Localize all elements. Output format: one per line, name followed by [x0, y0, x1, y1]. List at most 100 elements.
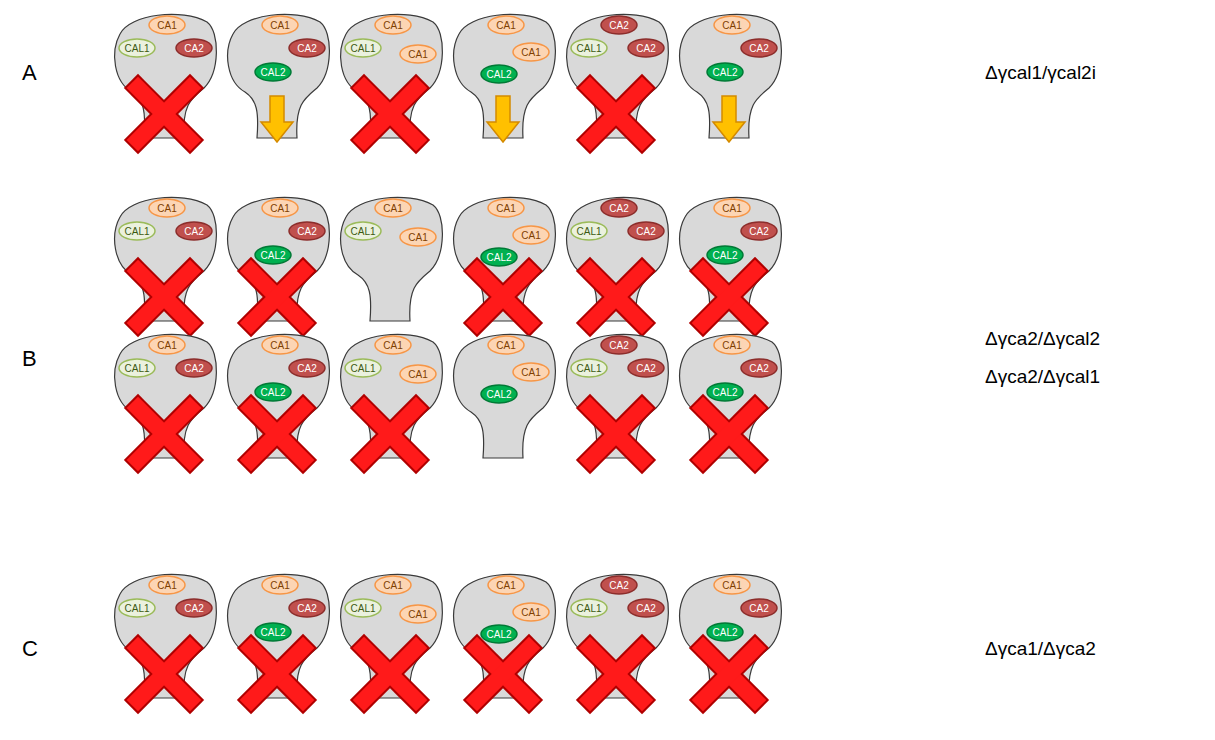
red-cross	[364, 408, 416, 460]
organelle-ellipse: CAL1	[118, 598, 156, 618]
red-cross	[138, 88, 190, 140]
organelle-ellipse: CAL1	[118, 38, 156, 58]
organelle-label: CA1	[722, 576, 741, 596]
cell-group	[228, 574, 330, 700]
organelle-label: CA1	[270, 199, 289, 219]
organelle-label: CAL1	[350, 39, 375, 59]
organelle-label: CA1	[157, 336, 176, 356]
organelle-label: CAL1	[124, 39, 149, 59]
organelle-label: CA1	[270, 16, 289, 36]
cell-group	[454, 574, 556, 700]
organelle-label: CA1	[722, 336, 741, 356]
organelle-label: CAL2	[712, 383, 737, 403]
organelle-ellipse: CA2	[627, 358, 665, 378]
organelle-ellipse: CAL1	[570, 598, 608, 618]
red-cross	[477, 648, 529, 700]
organelle-label: CA2	[636, 222, 655, 242]
panel-letter: A	[22, 60, 37, 86]
red-cross	[477, 271, 529, 323]
genotype-label: Δγca1/Δγca2	[985, 638, 1096, 660]
organelle-ellipse: CAL2	[706, 622, 744, 642]
red-cross	[590, 648, 642, 700]
organelle-ellipse: CA1	[374, 335, 412, 355]
red-cross	[138, 408, 190, 460]
organelle-ellipse: CAL2	[480, 247, 518, 267]
genotype-label: Δγca2/Δγcal2	[985, 328, 1100, 350]
cell-group	[680, 197, 782, 323]
organelle-label: CAL2	[260, 63, 285, 83]
organelle-label: CAL1	[350, 359, 375, 379]
organelle-ellipse: CA2	[175, 598, 213, 618]
cell-group	[680, 14, 782, 142]
cell-group	[341, 197, 443, 321]
organelle-ellipse: CA1	[713, 198, 751, 218]
organelle-label: CA1	[270, 576, 289, 596]
organelle-ellipse: CA2	[627, 221, 665, 241]
organelle-label: CA1	[722, 16, 741, 36]
organelle-ellipse: CAL1	[118, 358, 156, 378]
organelle-ellipse: CA2	[627, 598, 665, 618]
organelle-ellipse: CA1	[487, 575, 525, 595]
cell-group	[454, 334, 556, 458]
organelle-ellipse: CA1	[713, 15, 751, 35]
organelle-label: CA2	[297, 359, 316, 379]
organelle-label: CA1	[408, 45, 427, 65]
organelle-ellipse: CAL1	[570, 358, 608, 378]
organelle-ellipse: CAL1	[118, 221, 156, 241]
red-cross	[703, 648, 755, 700]
organelle-ellipse: CA1	[148, 15, 186, 35]
organelle-label: CA1	[521, 43, 540, 63]
organelle-ellipse: CA1	[512, 225, 550, 245]
cell-group	[567, 334, 669, 460]
organelle-ellipse: CA2	[600, 15, 638, 35]
organelle-label: CAL1	[124, 359, 149, 379]
red-cross	[590, 408, 642, 460]
organelle-label: CA2	[297, 39, 316, 59]
organelle-ellipse: CA2	[627, 38, 665, 58]
organelle-ellipse: CA1	[261, 15, 299, 35]
organelle-ellipse: CA1	[261, 575, 299, 595]
organelle-ellipse: CA2	[600, 575, 638, 595]
organelle-ellipse: CA1	[261, 335, 299, 355]
organelle-label: CA2	[609, 576, 628, 596]
cell-group	[454, 197, 556, 323]
organelle-ellipse: CA2	[288, 38, 326, 58]
organelle-ellipse: CA1	[374, 198, 412, 218]
organelle-ellipse: CAL2	[254, 622, 292, 642]
organelle-label: CA2	[609, 336, 628, 356]
cell-group	[341, 334, 443, 460]
organelle-label: CAL1	[350, 222, 375, 242]
organelle-label: CA2	[749, 222, 768, 242]
organelle-label: CA1	[521, 603, 540, 623]
red-cross	[364, 88, 416, 140]
cell-group	[454, 14, 556, 142]
cell-group	[115, 574, 217, 700]
organelle-label: CA1	[157, 199, 176, 219]
organelle-label: CAL1	[350, 599, 375, 619]
genotype-label: Δγcal1/γcal2i	[985, 62, 1096, 84]
organelle-ellipse: CA2	[600, 198, 638, 218]
organelle-ellipse: CA1	[399, 44, 437, 64]
panel-letter: B	[22, 346, 37, 372]
organelle-label: CA2	[749, 599, 768, 619]
organelle-label: CAL2	[486, 385, 511, 405]
cell-group	[680, 574, 782, 700]
cell-group	[567, 574, 669, 700]
organelle-label: CA1	[722, 199, 741, 219]
organelle-ellipse: CA2	[175, 221, 213, 241]
organelle-label: CAL2	[260, 623, 285, 643]
organelle-ellipse: CA1	[713, 575, 751, 595]
organelle-label: CA1	[383, 336, 402, 356]
organelle-ellipse: CA2	[740, 598, 778, 618]
organelle-ellipse: CAL1	[570, 38, 608, 58]
organelle-ellipse: CAL1	[344, 221, 382, 241]
organelle-ellipse: CA1	[512, 602, 550, 622]
red-cross	[138, 648, 190, 700]
organelle-label: CAL1	[576, 599, 601, 619]
organelle-label: CA1	[521, 226, 540, 246]
organelle-label: CA2	[297, 599, 316, 619]
organelle-ellipse: CA1	[487, 335, 525, 355]
organelle-label: CA2	[636, 599, 655, 619]
organelle-ellipse: CAL2	[706, 382, 744, 402]
genotype-label: Δγca2/Δγcal1	[985, 366, 1100, 388]
